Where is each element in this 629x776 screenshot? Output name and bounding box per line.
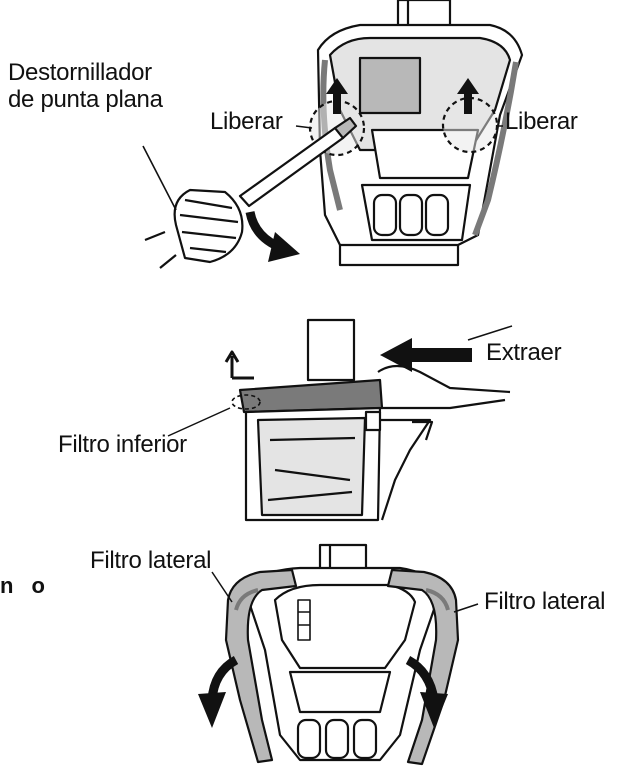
open-arrow-icon	[198, 656, 239, 728]
panel-extract	[167, 318, 513, 522]
screwdriver-label: Destornillador de punta plana	[8, 59, 163, 114]
bottom-filter-highlight	[231, 394, 261, 410]
release-arrow-icon	[457, 78, 479, 114]
screwdriver-label-line1: Destornillador	[8, 59, 152, 86]
side-filter-right	[386, 568, 460, 766]
side-filter-left	[224, 568, 298, 764]
rotation-arrow-icon	[245, 210, 300, 262]
cropped-text-fragment: n o	[0, 573, 51, 598]
panel-side-filters	[198, 543, 479, 766]
screwdriver-icon	[142, 116, 358, 269]
screwdriver-label-line2: de punta plana	[8, 85, 163, 113]
vacuum-body-bottom	[243, 566, 442, 762]
side-filter-label-right: Filtro lateral	[484, 588, 606, 615]
panel-release	[142, 0, 524, 269]
bottom-filter-label: Filtro inferior	[58, 431, 187, 458]
corner-arrow-icon	[224, 350, 254, 380]
release-label-right: Liberar	[505, 108, 578, 135]
extract-label: Extraer	[486, 339, 562, 366]
release-label-left: Liberar	[210, 108, 283, 135]
open-arrow-icon	[405, 656, 448, 728]
side-filter-label-left: Filtro lateral	[90, 547, 212, 574]
push-arrow-icon	[380, 338, 472, 372]
release-arrow-icon	[326, 78, 348, 114]
hand-icon	[377, 364, 511, 521]
bottom-filter	[238, 378, 384, 522]
